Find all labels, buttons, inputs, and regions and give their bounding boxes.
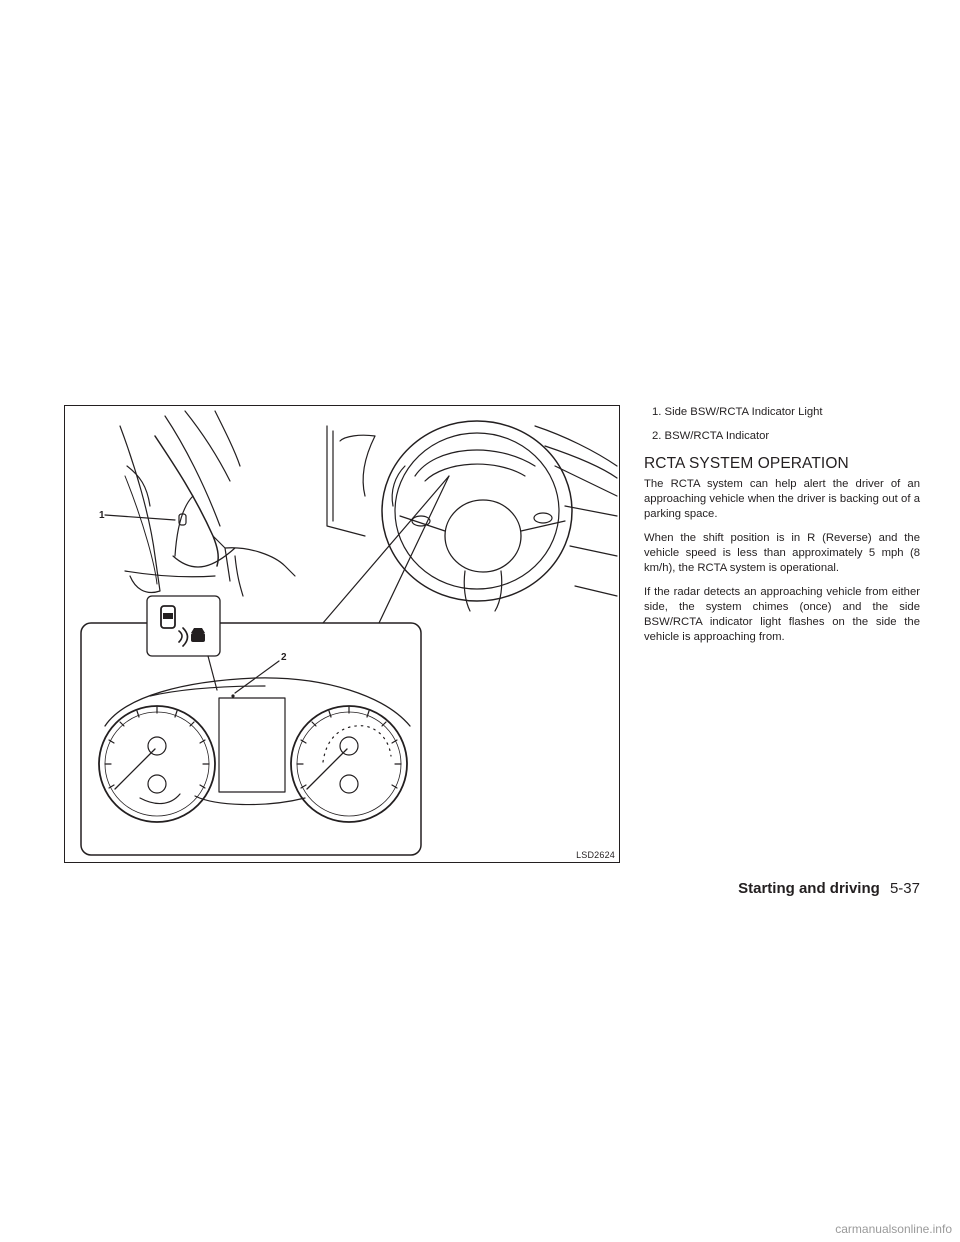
text-column: 1. Side BSW/RCTA Indicator Light 2. BSW/…: [644, 405, 920, 654]
paragraph: The RCTA system can help alert the drive…: [644, 478, 920, 520]
illustration-figure: 1 2 LSD2624: [64, 405, 620, 863]
section-heading: RCTA SYSTEM OPERATION: [644, 455, 849, 472]
callout-label-1: 1: [99, 510, 105, 521]
paragraph: If the radar detects an approaching vehi…: [644, 586, 920, 643]
callout-label-2: 2: [281, 652, 287, 663]
watermark: carmanualsonline.info: [835, 1222, 952, 1236]
legend-item-2: 2. BSW/RCTA Indicator: [652, 430, 770, 442]
legend-item-1: 1. Side BSW/RCTA Indicator Light: [652, 406, 823, 418]
page-number: 5-37: [889, 880, 920, 897]
figure-code: LSD2624: [576, 850, 615, 860]
footer-section-title: Starting and driving: [738, 880, 880, 897]
paragraph: When the shift position is in R (Reverse…: [644, 532, 920, 574]
dashboard-illustration: [80, 410, 618, 856]
page-footer: Starting and driving 5-37: [738, 880, 920, 897]
